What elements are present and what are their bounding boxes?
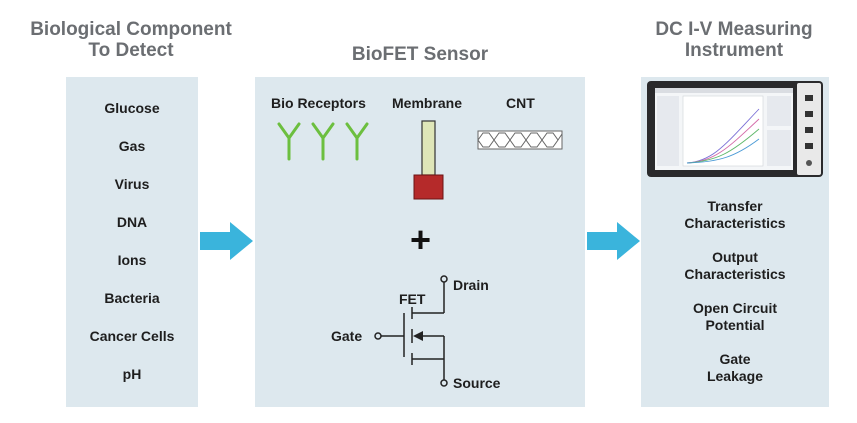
measurement-line2: Potential (705, 317, 765, 333)
component-item-gas: Gas (118, 138, 146, 154)
right-title-line1: DC I-V Measuring (655, 19, 813, 40)
right-column-title: DC I-V Measuring Instrument (620, 19, 848, 61)
right-arrow-icon (587, 221, 641, 261)
component-item-ions: Ions (117, 252, 147, 268)
measurement-line1: Gate (719, 351, 751, 367)
membrane-label: Membrane (392, 95, 463, 111)
gate-label: Gate (331, 328, 363, 344)
measurement-line2: Leakage (706, 368, 764, 384)
plus-sign: + (410, 219, 432, 260)
component-item-dna: DNA (116, 214, 148, 230)
measurement-line1: Output (712, 249, 758, 265)
cnt-icon (477, 130, 563, 150)
measurement-line2: Characteristics (684, 215, 786, 231)
component-item-cancer-cells: Cancer Cells (89, 328, 175, 344)
left-title-line2: To Detect (88, 40, 174, 61)
measurement-output-characteristics: Output Characteristics (641, 249, 829, 283)
component-item-bacteria: Bacteria (104, 290, 160, 306)
component-item-glucose: Glucose (104, 100, 160, 116)
bio-receptors-label: Bio Receptors (271, 95, 366, 111)
biofet-sensor-panel: Bio Receptors Membrane CNT + FET Drain G… (255, 77, 585, 407)
measurement-open-circuit-potential: Open Circuit Potential (641, 300, 829, 334)
right-title-line2: Instrument (684, 40, 784, 61)
middle-title: BioFET Sensor (351, 44, 489, 65)
left-title-line1: Biological Component (30, 19, 232, 40)
left-column-title: Biological Component To Detect (0, 19, 262, 61)
component-item-ph: pH (122, 366, 142, 382)
instrument-screen-icon (647, 81, 823, 177)
fet-label: FET (399, 291, 426, 307)
middle-column-title: BioFET Sensor (255, 44, 585, 65)
measurement-line1: Transfer (707, 198, 763, 214)
measuring-instrument-panel: Transfer Characteristics Output Characte… (641, 77, 829, 407)
measurement-transfer-characteristics: Transfer Characteristics (641, 198, 829, 232)
biological-components-panel: Glucose Gas Virus DNA Ions Bacteria Canc… (66, 77, 198, 407)
measurement-gate-leakage: Gate Leakage (641, 351, 829, 385)
measurement-line1: Open Circuit (692, 300, 777, 316)
measurement-line2: Characteristics (684, 266, 786, 282)
bio-receptor-icon (277, 122, 373, 162)
right-arrow-icon (200, 221, 254, 261)
fet-symbol-icon (370, 273, 450, 388)
membrane-icon (413, 120, 445, 200)
source-label: Source (453, 375, 501, 391)
cnt-label: CNT (506, 95, 535, 111)
component-item-virus: Virus (114, 176, 150, 192)
drain-label: Drain (453, 277, 489, 293)
